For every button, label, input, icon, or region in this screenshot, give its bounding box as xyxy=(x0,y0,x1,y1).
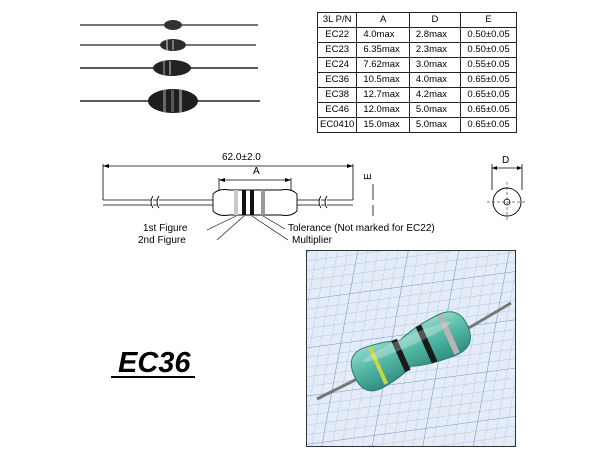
cell-a: 15.0max xyxy=(356,117,410,133)
cell-a: 12.0max xyxy=(356,102,410,118)
cell-d: 2.8max xyxy=(408,27,462,43)
cell-a: 4.0max xyxy=(356,27,410,43)
cell-d: 4.0max xyxy=(408,72,462,88)
first-figure-callout: 1st Figure xyxy=(143,223,188,234)
cell-pn: EC38 xyxy=(316,87,358,103)
cell-d: 5.0max xyxy=(408,117,462,133)
cell-e: 0.65±0.05 xyxy=(460,72,517,88)
inductor-photo-illustration xyxy=(307,251,515,446)
cell-d: 3.0max xyxy=(408,57,462,73)
cell-pn: EC0410 xyxy=(316,117,358,133)
cell-e: 0.50±0.05 xyxy=(460,27,517,43)
cell-a: 7.62max xyxy=(356,57,410,73)
cell-a: 6.35max xyxy=(356,42,410,58)
product-photo xyxy=(306,250,516,447)
lead-diameter-label: E xyxy=(363,173,374,180)
table-row: EC23 6.35max 2.3max 0.50±0.05 xyxy=(316,42,517,58)
cell-pn: EC23 xyxy=(316,42,358,58)
table-row: EC46 12.0max 5.0max 0.65±0.05 xyxy=(316,102,517,118)
tolerance-callout: Tolerance (Not marked for EC22) xyxy=(288,223,435,234)
cell-pn: EC22 xyxy=(316,27,358,43)
header-pn: 3L P/N xyxy=(316,12,358,28)
cell-pn: EC24 xyxy=(316,57,358,73)
table-row: EC22 4.0max 2.8max 0.50±0.05 xyxy=(316,27,517,43)
cell-pn: EC36 xyxy=(316,72,358,88)
second-figure-callout: 2nd Figure xyxy=(138,235,186,246)
cell-e: 0.65±0.05 xyxy=(460,117,517,133)
diameter-label: D xyxy=(502,155,510,166)
dimension-drawing xyxy=(102,164,525,241)
spec-table: 3L P/N A D E EC22 4.0max 2.8max 0.50±0.0… xyxy=(316,12,517,133)
table-row: EC0410 15.0max 5.0max 0.65±0.05 xyxy=(316,117,517,133)
table-row: EC36 10.5max 4.0max 0.65±0.05 xyxy=(316,72,517,88)
cell-a: 10.5max xyxy=(356,72,410,88)
cell-e: 0.55±0.05 xyxy=(460,57,517,73)
multiplier-callout: Multiplier xyxy=(292,235,333,246)
inductor-sizes-photo xyxy=(80,20,260,113)
part-title: EC36 xyxy=(118,347,191,379)
header-e: E xyxy=(460,12,517,28)
cell-e: 0.65±0.05 xyxy=(460,102,517,118)
cell-a: 12.7max xyxy=(356,87,410,103)
cell-d: 2.3max xyxy=(408,42,462,58)
table-row: EC38 12.7max 4.2max 0.65±0.05 xyxy=(316,87,517,103)
body-length-label: A xyxy=(253,166,260,177)
spec-table-header-row: 3L P/N A D E xyxy=(316,12,517,28)
cell-d: 4.2max xyxy=(408,87,462,103)
cell-d: 5.0max xyxy=(408,102,462,118)
cell-e: 0.65±0.05 xyxy=(460,87,517,103)
cell-e: 0.50±0.05 xyxy=(460,42,517,58)
table-row: EC24 7.62max 3.0max 0.55±0.05 xyxy=(316,57,517,73)
part-title-underline xyxy=(111,376,195,378)
header-a: A xyxy=(356,12,410,28)
overall-length-label: 62.0±2.0 xyxy=(222,152,261,163)
header-d: D xyxy=(408,12,462,28)
cell-pn: EC46 xyxy=(316,102,358,118)
